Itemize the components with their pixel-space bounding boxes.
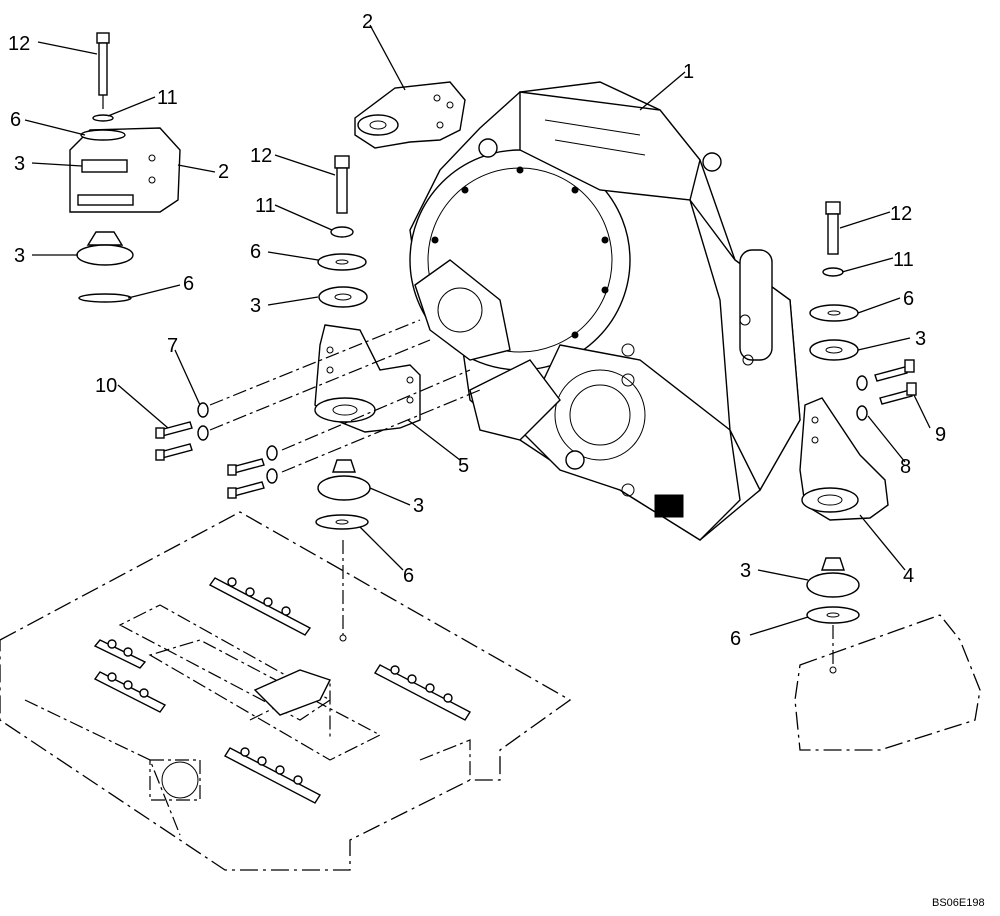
callout-6: 6	[10, 109, 21, 131]
identification-plate-icon	[654, 494, 684, 518]
callout-5: 5	[458, 455, 469, 477]
cover-bolts	[431, 166, 609, 339]
callout-12: 12	[890, 203, 912, 225]
callout-11: 11	[255, 195, 276, 217]
callout-10: 10	[95, 375, 117, 397]
callout-2: 2	[362, 11, 373, 33]
callout-6: 6	[903, 288, 914, 310]
transmission-assembly	[409, 81, 801, 541]
callout-3: 3	[250, 295, 261, 317]
frame-bolt-strip	[224, 747, 321, 804]
frame-right-section	[794, 614, 981, 751]
callout-6: 6	[403, 565, 414, 587]
mount-bracket-top	[354, 81, 466, 149]
output-flange	[414, 259, 511, 361]
right-mount-stack	[799, 201, 917, 668]
frame-bolt-strip	[93, 671, 167, 713]
callout-6: 6	[183, 273, 194, 295]
callout-9: 9	[935, 424, 946, 446]
callout-12: 12	[250, 145, 272, 167]
center-mount-stack	[314, 155, 421, 642]
drawing-id: BS06E198	[932, 897, 985, 909]
callout-4: 4	[903, 565, 914, 587]
callout-11: 11	[893, 249, 914, 271]
left-mount-stack	[69, 32, 181, 303]
left-bolts	[155, 319, 481, 499]
frame-bolt-strip	[208, 577, 312, 636]
frame-center-bracket	[253, 669, 331, 716]
callout-6: 6	[730, 628, 741, 650]
callout-8: 8	[900, 456, 911, 478]
frame-bolt-strip	[374, 664, 471, 721]
callout-7: 7	[167, 335, 178, 357]
leader-lines	[24, 24, 931, 636]
callout-labels: 1 2 2 3 3 3 3 3 3 3 4 5 6 6 6 6 6 6 7 8 …	[8, 11, 946, 650]
callout-2: 2	[218, 161, 229, 183]
callout-3: 3	[14, 245, 25, 267]
callout-12: 12	[8, 33, 30, 55]
callout-6: 6	[250, 241, 261, 263]
callout-3: 3	[740, 560, 751, 582]
callout-3: 3	[413, 495, 424, 517]
callout-1: 1	[683, 61, 694, 83]
callout-3: 3	[915, 328, 926, 350]
callout-3: 3	[14, 153, 25, 175]
chassis-frame	[0, 511, 572, 871]
callout-11: 11	[157, 87, 178, 109]
frame-bolt-strip	[93, 639, 147, 669]
